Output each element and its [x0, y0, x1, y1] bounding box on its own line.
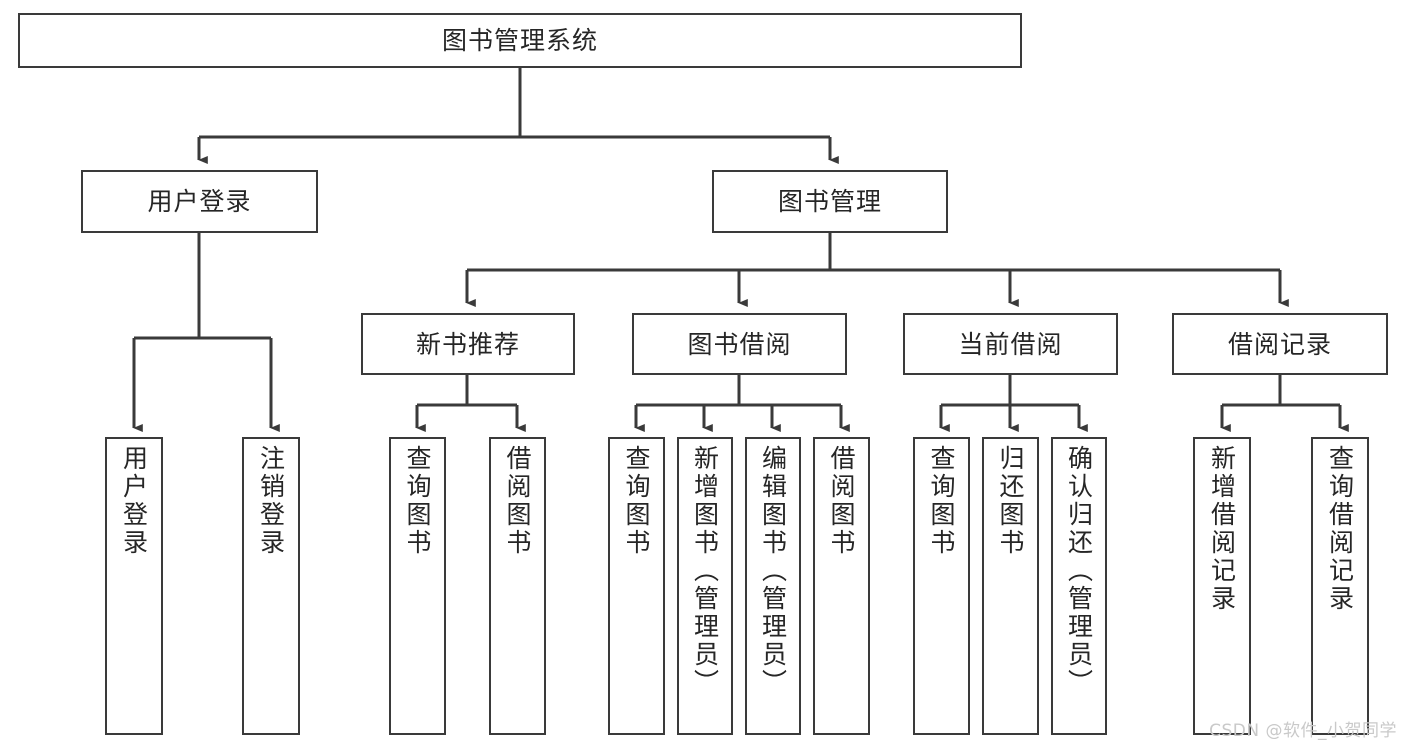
node-label: 查询图书 [622, 445, 651, 557]
node-label: 当前借阅 [958, 329, 1063, 359]
node-book-borrow[interactable]: 图书借阅 [632, 313, 847, 375]
node-label: 借阅图书 [827, 445, 856, 557]
leaf-borrow-book-recommend[interactable]: 借阅图书 [489, 437, 546, 735]
leaf-edit-book-admin[interactable]: 编辑图书（管理员） [745, 437, 801, 735]
leaf-logout-login[interactable]: 注销登录 [242, 437, 300, 735]
node-label: 查询借阅记录 [1325, 445, 1355, 613]
node-label: 图书管理系统 [441, 26, 598, 55]
node-label: 确认归还（管理员） [1064, 445, 1094, 697]
node-label: 图书管理 [777, 187, 882, 216]
node-label: 新书推荐 [415, 329, 520, 359]
leaf-confirm-return-admin[interactable]: 确认归还（管理员） [1051, 437, 1107, 735]
leaf-borrow-book-borrow[interactable]: 借阅图书 [813, 437, 870, 735]
node-label: 用户登录 [119, 445, 149, 557]
leaf-add-book-admin[interactable]: 新增图书（管理员） [677, 437, 733, 735]
node-book-manage[interactable]: 图书管理 [712, 170, 948, 233]
node-label: 归还图书 [996, 445, 1025, 557]
node-label: 新增图书（管理员） [690, 445, 720, 697]
leaf-user-login[interactable]: 用户登录 [105, 437, 163, 735]
leaf-query-book-recommend[interactable]: 查询图书 [389, 437, 446, 735]
node-label: 借阅图书 [503, 445, 532, 557]
node-label: 用户登录 [147, 187, 252, 216]
node-new-book-recommend[interactable]: 新书推荐 [361, 313, 575, 375]
leaf-query-book-current[interactable]: 查询图书 [913, 437, 970, 735]
leaf-query-book-borrow[interactable]: 查询图书 [608, 437, 665, 735]
node-current-borrow[interactable]: 当前借阅 [903, 313, 1118, 375]
node-label: 借阅记录 [1227, 329, 1332, 359]
node-label: 注销登录 [256, 445, 286, 557]
node-root-system[interactable]: 图书管理系统 [18, 13, 1022, 68]
node-borrow-record[interactable]: 借阅记录 [1172, 313, 1388, 375]
node-label: 查询图书 [403, 445, 432, 557]
csdn-watermark: CSDN @软件_小贺同学 [1209, 721, 1397, 741]
node-label: 图书借阅 [687, 329, 792, 359]
leaf-add-borrow-record[interactable]: 新增借阅记录 [1193, 437, 1251, 735]
leaf-query-borrow-record[interactable]: 查询借阅记录 [1311, 437, 1369, 735]
node-label: 编辑图书（管理员） [758, 445, 788, 697]
node-label: 新增借阅记录 [1207, 445, 1237, 613]
node-label: 查询图书 [927, 445, 956, 557]
node-user-login[interactable]: 用户登录 [81, 170, 318, 233]
leaf-return-book[interactable]: 归还图书 [982, 437, 1039, 735]
